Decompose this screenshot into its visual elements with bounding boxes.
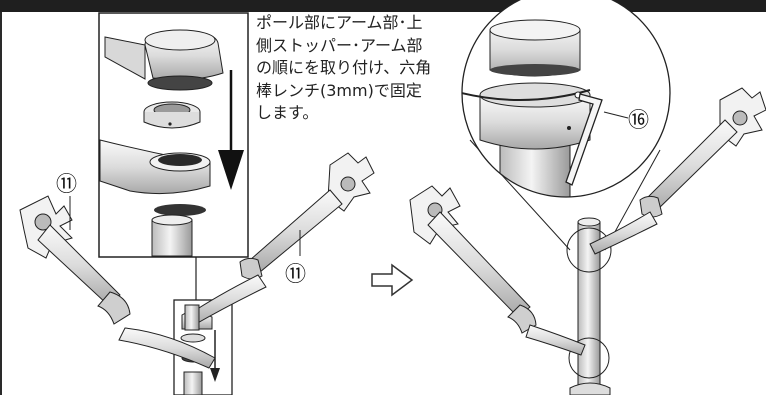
right-arm-assembly (409, 87, 766, 395)
left-arm-assembly (19, 152, 375, 369)
instruction-text: ポール部にアーム部･上 側ストッパー･アーム部 の順にを取り付け、六角 棒レンチ… (256, 13, 432, 122)
left-border (0, 12, 2, 395)
wrench-callout: ⑯ (628, 108, 649, 132)
step-arrow-icon (371, 263, 414, 297)
magnified-detail (461, 0, 671, 198)
left-arm-callout: ⑪ (56, 172, 77, 196)
detail-inset (98, 12, 249, 258)
right-arm-callout: ⑪ (285, 262, 306, 286)
